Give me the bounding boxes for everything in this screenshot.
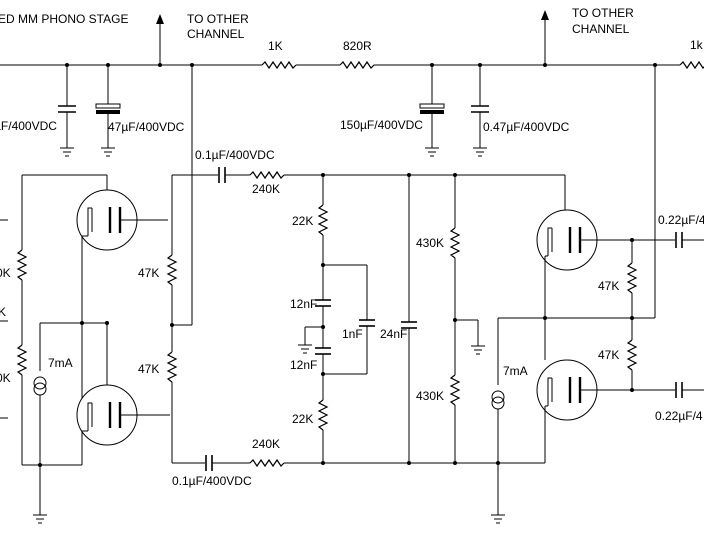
- resistor-47k-left-top: 47K: [138, 175, 178, 325]
- capacitor-coupling-top: 0.1µF/400VDC: [172, 148, 275, 183]
- resistor-22k-top-label: 22K: [292, 214, 313, 228]
- resistor-1k-right-label: 1k: [690, 38, 704, 52]
- resistor-47k-left-bottom: 47K: [138, 325, 178, 463]
- capacitor-coupling-bottom: 0.1µF/400VDC: [172, 455, 252, 488]
- capacitor-coupling-top-label: 0.1µF/400VDC: [195, 148, 275, 162]
- resistor-1k: 1K: [261, 39, 297, 70]
- wiring-left-stage: [0, 174, 109, 524]
- resistor-820r: 820R: [339, 39, 376, 70]
- capacitor-output-top-label: 0.22µF/4: [658, 213, 704, 227]
- capacitor-supply-left: µF/400VDC: [0, 65, 76, 157]
- resistor-240k-top-label: 240K: [252, 182, 280, 196]
- resistor-240k-bottom-label: 240K: [252, 437, 280, 451]
- resistor-47k-left-top-label: 47K: [138, 266, 159, 280]
- tube-upper-right: [536, 175, 675, 271]
- resistor-47k-left-bottom-label: 47K: [138, 362, 159, 376]
- capacitor-47uf-label: 47µF/400VDC: [108, 120, 185, 134]
- resistor-47k-right-top-label: 47K: [598, 279, 619, 293]
- to-other-channel-right-line1: TO OTHER: [572, 6, 634, 20]
- resistor-47k-right-bottom: 47K: [598, 339, 638, 390]
- to-other-channel-right-line2: CHANNEL: [572, 22, 630, 36]
- edge-label-0k-top: 0K: [0, 266, 11, 280]
- tube-upper-left: [76, 175, 168, 251]
- capacitor-supply-left-label: µF/400VDC: [0, 119, 57, 133]
- resistor-820r-label: 820R: [343, 39, 372, 53]
- capacitor-coupling-bottom-label: 0.1µF/400VDC: [172, 474, 252, 488]
- capacitor-output-top: 0.22µF/4: [658, 213, 704, 248]
- capacitor-1nf-label: 1nF: [342, 327, 363, 341]
- resistor-22k-bottom-label: 22K: [292, 412, 313, 426]
- tube-lower-left: [76, 384, 170, 446]
- capacitor-150uf: 150µF/400VDC: [340, 65, 445, 157]
- resistor-430k-bottom-label: 430K: [416, 389, 444, 403]
- ccs-left-label: 7mA: [48, 356, 73, 370]
- capacitor-150uf-label: 150µF/400VDC: [340, 118, 423, 132]
- riaa-network: [298, 173, 485, 465]
- capacitor-12nf-top-label: 12nF: [290, 297, 317, 311]
- resistor-430k-top-label: 430K: [416, 236, 444, 250]
- resistor-240k-top: 240K: [249, 170, 565, 196]
- capacitor-12nf-bottom-label: 12nF: [290, 358, 317, 372]
- schematic-title: ED MM PHONO STAGE: [0, 12, 128, 26]
- edge-label-0k-bottom: 0K: [0, 371, 11, 385]
- resistor-47k-right-bottom-label: 47K: [598, 348, 619, 362]
- to-other-channel-left-line1: TO OTHER: [187, 12, 249, 26]
- capacitor-047uf: 0.47µF/400VDC: [471, 65, 570, 157]
- to-other-channel-left-line2: CHANNEL: [187, 27, 245, 41]
- ccs-right-label: 7mA: [503, 364, 528, 378]
- resistor-240k-bottom: 240K: [249, 437, 545, 468]
- edge-label-k: K: [0, 305, 6, 319]
- capacitor-047uf-label: 0.47µF/400VDC: [483, 120, 570, 134]
- capacitor-output-bottom-label: 0.22µF/4: [655, 409, 703, 423]
- capacitor-47uf: 47µF/400VDC: [95, 65, 185, 157]
- wiring-right-stage: [491, 65, 656, 524]
- capacitor-24nf-label: 24nF: [380, 327, 407, 341]
- resistor-1k-right: 1k: [679, 38, 704, 70]
- resistor-47k-right-top: 47K: [598, 240, 638, 340]
- capacitor-output-bottom: 0.22µF/4: [655, 382, 704, 423]
- tube-lower-right: [536, 359, 675, 421]
- resistor-1k-label: 1K: [268, 39, 283, 53]
